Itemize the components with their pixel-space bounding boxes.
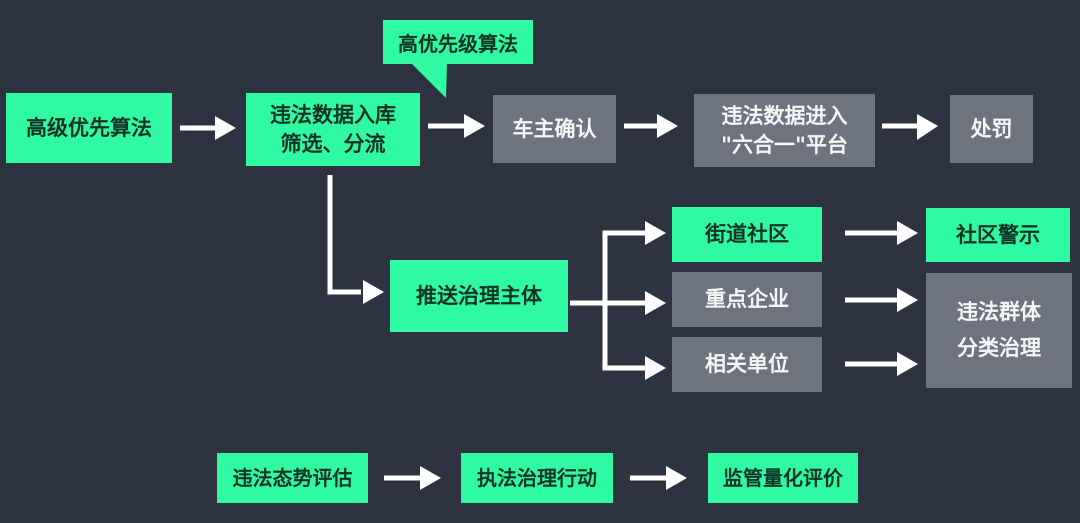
node-quantitative-evaluation: 监管量化评价 — [708, 453, 858, 503]
arrow-action-to-evaluation — [630, 466, 687, 490]
callout-tail — [410, 62, 447, 98]
node-punishment: 处罚 — [950, 95, 1033, 163]
callout-high-priority-algorithm: 高优先级算法 — [383, 20, 533, 64]
node-push-governance-subject: 推送治理主体 — [390, 260, 568, 332]
arrow-enterprises-to-governance — [845, 288, 918, 312]
node-label-line2: 分类治理 — [957, 335, 1041, 360]
node-label: 处罚 — [970, 116, 1013, 141]
node-label: 街道社区 — [705, 222, 789, 247]
arrow-algorithm-to-intake — [180, 116, 236, 140]
arrow-owner-to-platform — [624, 114, 678, 138]
arrow-assessment-to-action — [384, 466, 441, 490]
arrow-push-branches — [570, 221, 666, 380]
node-key-enterprises: 重点企业 — [672, 272, 822, 327]
arrow-intake-to-push — [327, 175, 384, 304]
node-label-line1: 违法群体 — [957, 299, 1041, 324]
node-label-line1: 违法数据进入 — [721, 104, 848, 129]
arrow-community-to-warning — [845, 221, 918, 245]
node-label-line2: "六合一"平台 — [721, 132, 848, 157]
node-label: 相关单位 — [705, 352, 789, 377]
node-label-line2: 筛选、分流 — [280, 131, 386, 156]
node-six-in-one-platform: 违法数据进入 "六合一"平台 — [694, 94, 875, 167]
node-label: 违法态势评估 — [232, 465, 353, 490]
callout-label: 高优先级算法 — [398, 31, 518, 56]
node-label: 执法治理行动 — [477, 465, 597, 490]
node-label: 高级优先算法 — [26, 115, 152, 140]
node-related-units: 相关单位 — [672, 337, 822, 392]
node-situation-assessment: 违法态势评估 — [217, 453, 368, 503]
node-label: 车主确认 — [512, 116, 597, 141]
node-label: 社区警示 — [956, 222, 1040, 247]
node-advanced-priority-algorithm: 高级优先算法 — [6, 93, 172, 163]
arrow-units-to-governance — [845, 352, 918, 376]
node-label: 推送治理主体 — [416, 283, 542, 308]
node-data-intake: 违法数据入库 筛选、分流 — [246, 93, 420, 166]
node-owner-confirm: 车主确认 — [493, 95, 616, 163]
node-label-line1: 违法数据入库 — [270, 103, 396, 128]
arrow-platform-to-punishment — [882, 114, 938, 140]
node-label: 监管量化评价 — [723, 465, 843, 490]
node-label: 重点企业 — [705, 287, 789, 312]
node-community-warning: 社区警示 — [926, 208, 1070, 262]
arrow-intake-to-owner — [428, 114, 485, 138]
node-enforcement-action: 执法治理行动 — [461, 453, 613, 503]
node-street-community: 街道社区 — [672, 207, 822, 262]
node-group-classified-governance: 违法群体 分类治理 — [926, 273, 1072, 388]
